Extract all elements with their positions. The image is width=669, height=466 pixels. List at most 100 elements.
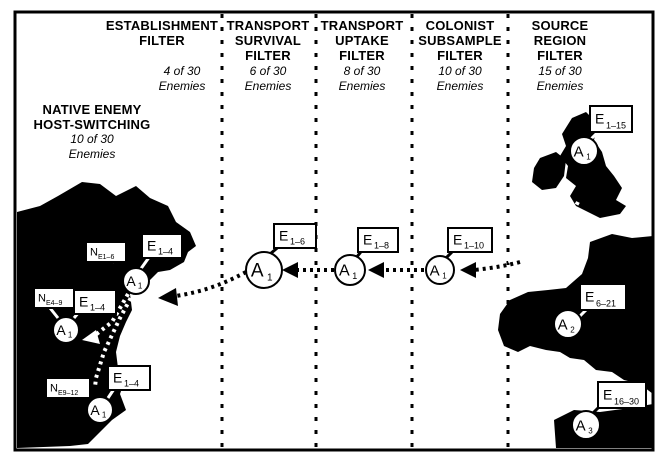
native-box-est-1-box — [85, 241, 127, 263]
enemy-box-src-3-box — [597, 381, 647, 409]
enemy-box-uptake-symbol: E — [363, 231, 372, 247]
connector-est-2-native — [48, 307, 60, 319]
node-src-3-label: A — [576, 417, 586, 434]
enemy-box-colonist-symbol: E — [453, 231, 462, 247]
node-est-1-label: A — [126, 273, 136, 289]
node-src-2-subscript: 2 — [570, 325, 575, 334]
node-est-3-subscript: 1 — [102, 411, 107, 420]
node-colonist-circle — [425, 255, 455, 285]
node-colonist-subscript: 1 — [442, 271, 447, 280]
enemy-box-src-1-subscript: 1–15 — [606, 120, 626, 130]
node-est-3-circle — [86, 396, 114, 424]
enemy-box-est-2-subscript: 1–4 — [90, 303, 105, 313]
node-est-2-subscript: 1 — [68, 331, 73, 340]
enemy-box-src-2-symbol: E — [585, 289, 594, 305]
native-box-est-2-symbol: N — [38, 293, 46, 305]
enemy-box-survival-subscript: 1–6 — [290, 237, 305, 247]
node-est-2-circle — [52, 316, 80, 344]
node-uptake-subscript: 1 — [352, 271, 357, 281]
node-survival-label: A — [251, 261, 264, 282]
enemy-box-src-2-subscript: 6–21 — [596, 298, 616, 308]
node-colonist-label: A — [430, 262, 440, 279]
enemy-box-src-1-symbol: E — [595, 111, 604, 127]
node-src-1-label: A — [574, 143, 584, 160]
path-source-to-colonist — [473, 260, 521, 272]
arrowhead-west — [82, 330, 100, 344]
node-est-1-circle — [122, 267, 150, 295]
enemy-box-est-1-symbol: E — [147, 237, 156, 253]
enemy-box-est-3-box — [107, 365, 151, 391]
enemy-box-uptake-box — [357, 227, 399, 253]
node-survival-circle — [245, 251, 283, 289]
arrowhead-uptake — [368, 262, 384, 278]
native-box-est-2-subscript: E4–9 — [46, 300, 62, 307]
path-survival-to-establishment — [175, 270, 247, 298]
node-src-3-subscript: 3 — [588, 426, 593, 435]
node-est-3-label: A — [90, 402, 100, 418]
node-uptake-circle — [334, 254, 366, 286]
native-box-est-3-symbol: N — [50, 383, 58, 395]
node-uptake-label: A — [339, 263, 350, 280]
enemy-box-est-3-symbol: E — [113, 369, 122, 385]
native-box-est-3-box — [45, 377, 91, 399]
native-box-est-3-subscript: E9–12 — [58, 390, 78, 397]
node-src-2-circle — [553, 309, 583, 339]
node-src-3-circle — [571, 410, 601, 440]
ireland-landmass — [532, 152, 566, 190]
native-box-est-1-subscript: E1–6 — [98, 254, 114, 261]
enemy-box-colonist-subscript: 1–10 — [464, 241, 484, 251]
enemy-box-src-2-box — [579, 283, 627, 311]
enemy-box-src-3-symbol: E — [603, 387, 612, 403]
node-survival-subscript: 1 — [267, 272, 273, 283]
node-est-1-subscript: 1 — [138, 282, 143, 291]
arrowhead-survival — [282, 262, 298, 278]
enemy-box-est-1-box — [141, 233, 183, 259]
arrowhead-colonist — [460, 262, 476, 278]
enemy-box-survival-box — [273, 223, 317, 249]
enemy-box-survival-symbol: E — [279, 227, 288, 243]
enemy-box-est-2-symbol: E — [79, 293, 88, 309]
arrowhead-establishment — [158, 288, 178, 306]
enemy-box-src-1-box — [589, 105, 633, 133]
node-src-1-subscript: 1 — [586, 152, 591, 161]
path-establishment-south — [92, 291, 136, 397]
node-src-1-circle — [569, 136, 599, 166]
node-src-2-label: A — [558, 316, 568, 333]
enemy-box-src-3-subscript: 16–30 — [614, 396, 639, 406]
enemy-box-colonist-box — [447, 227, 493, 253]
native-box-est-1-symbol: N — [90, 247, 98, 259]
enemy-box-est-1-subscript: 1–4 — [158, 247, 173, 257]
